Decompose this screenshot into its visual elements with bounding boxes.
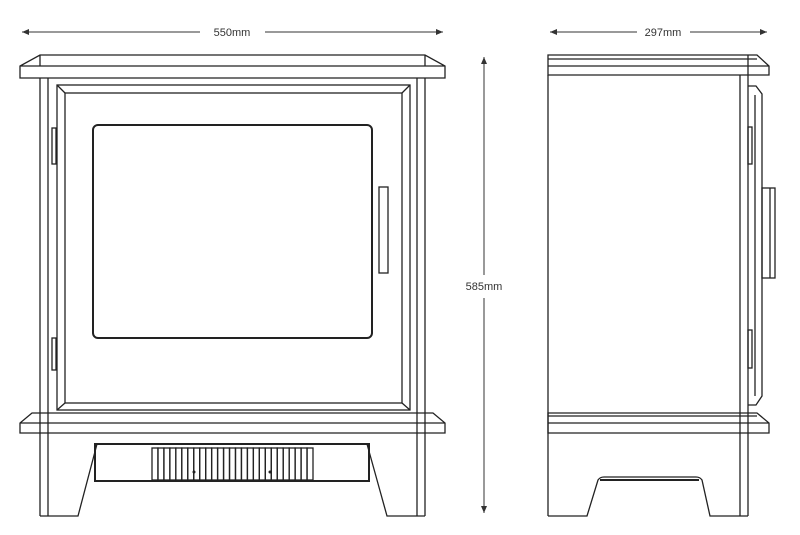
grille-slat: [228, 447, 237, 481]
grille-slat: [205, 447, 213, 481]
grille-screw: [192, 470, 196, 474]
grille-slat: [288, 447, 296, 481]
heater-recess: [94, 443, 370, 482]
grille-slat: [264, 447, 272, 481]
grille-slat: [216, 447, 225, 481]
side-hinge-top: [747, 126, 753, 165]
width-label: 550mm: [214, 27, 251, 39]
height-dimension: 585mm: [466, 57, 503, 513]
door-glass: [92, 124, 373, 339]
grille-slat: [300, 447, 308, 481]
grille-slat: [306, 447, 314, 481]
grille-slat: [246, 447, 255, 481]
grille-slat: [169, 447, 177, 481]
hinge-top: [51, 127, 57, 165]
door-frame: [56, 84, 411, 411]
body-sides: [39, 78, 426, 516]
front-view: [19, 54, 446, 517]
grille-slat: [270, 447, 278, 481]
grille-slat: [240, 447, 249, 481]
grille-slat: [294, 447, 302, 481]
grille-slat: [193, 447, 201, 481]
height-label: 585mm: [466, 281, 503, 293]
grille-slat: [151, 447, 159, 481]
side-top-cap: [547, 54, 770, 76]
grille-slat: [157, 447, 165, 481]
depth-dimension: 297mm: [550, 27, 767, 39]
door-frame-inner: [64, 92, 403, 404]
side-hinge-bottom: [747, 329, 753, 369]
grille-slat: [175, 447, 183, 481]
grille-slat: [258, 447, 266, 481]
grille-slat: [199, 447, 207, 481]
base-cap: [19, 412, 446, 434]
grille-slat: [252, 447, 260, 481]
grille-screw: [268, 470, 272, 474]
side-legs: [548, 476, 748, 517]
grille-slat: [222, 447, 231, 481]
grille-slat: [276, 447, 284, 481]
side-base-cap: [547, 412, 770, 434]
door-handle[interactable]: [378, 186, 389, 274]
depth-label: 297mm: [645, 27, 682, 39]
grille-slat: [210, 447, 219, 481]
side-view: [547, 54, 776, 517]
width-dimension: 550mm: [22, 27, 443, 39]
grille-slat: [282, 447, 290, 481]
grille-slat: [163, 447, 171, 481]
side-body: [547, 75, 749, 516]
grille-slat: [234, 447, 243, 481]
side-handle[interactable]: [761, 187, 776, 279]
heater-grille: [151, 447, 314, 481]
grille-slat: [187, 447, 195, 481]
hinge-bottom: [51, 337, 57, 371]
grille-slat: [181, 447, 189, 481]
top-cap: [19, 54, 446, 79]
side-door-panel: [748, 85, 763, 406]
